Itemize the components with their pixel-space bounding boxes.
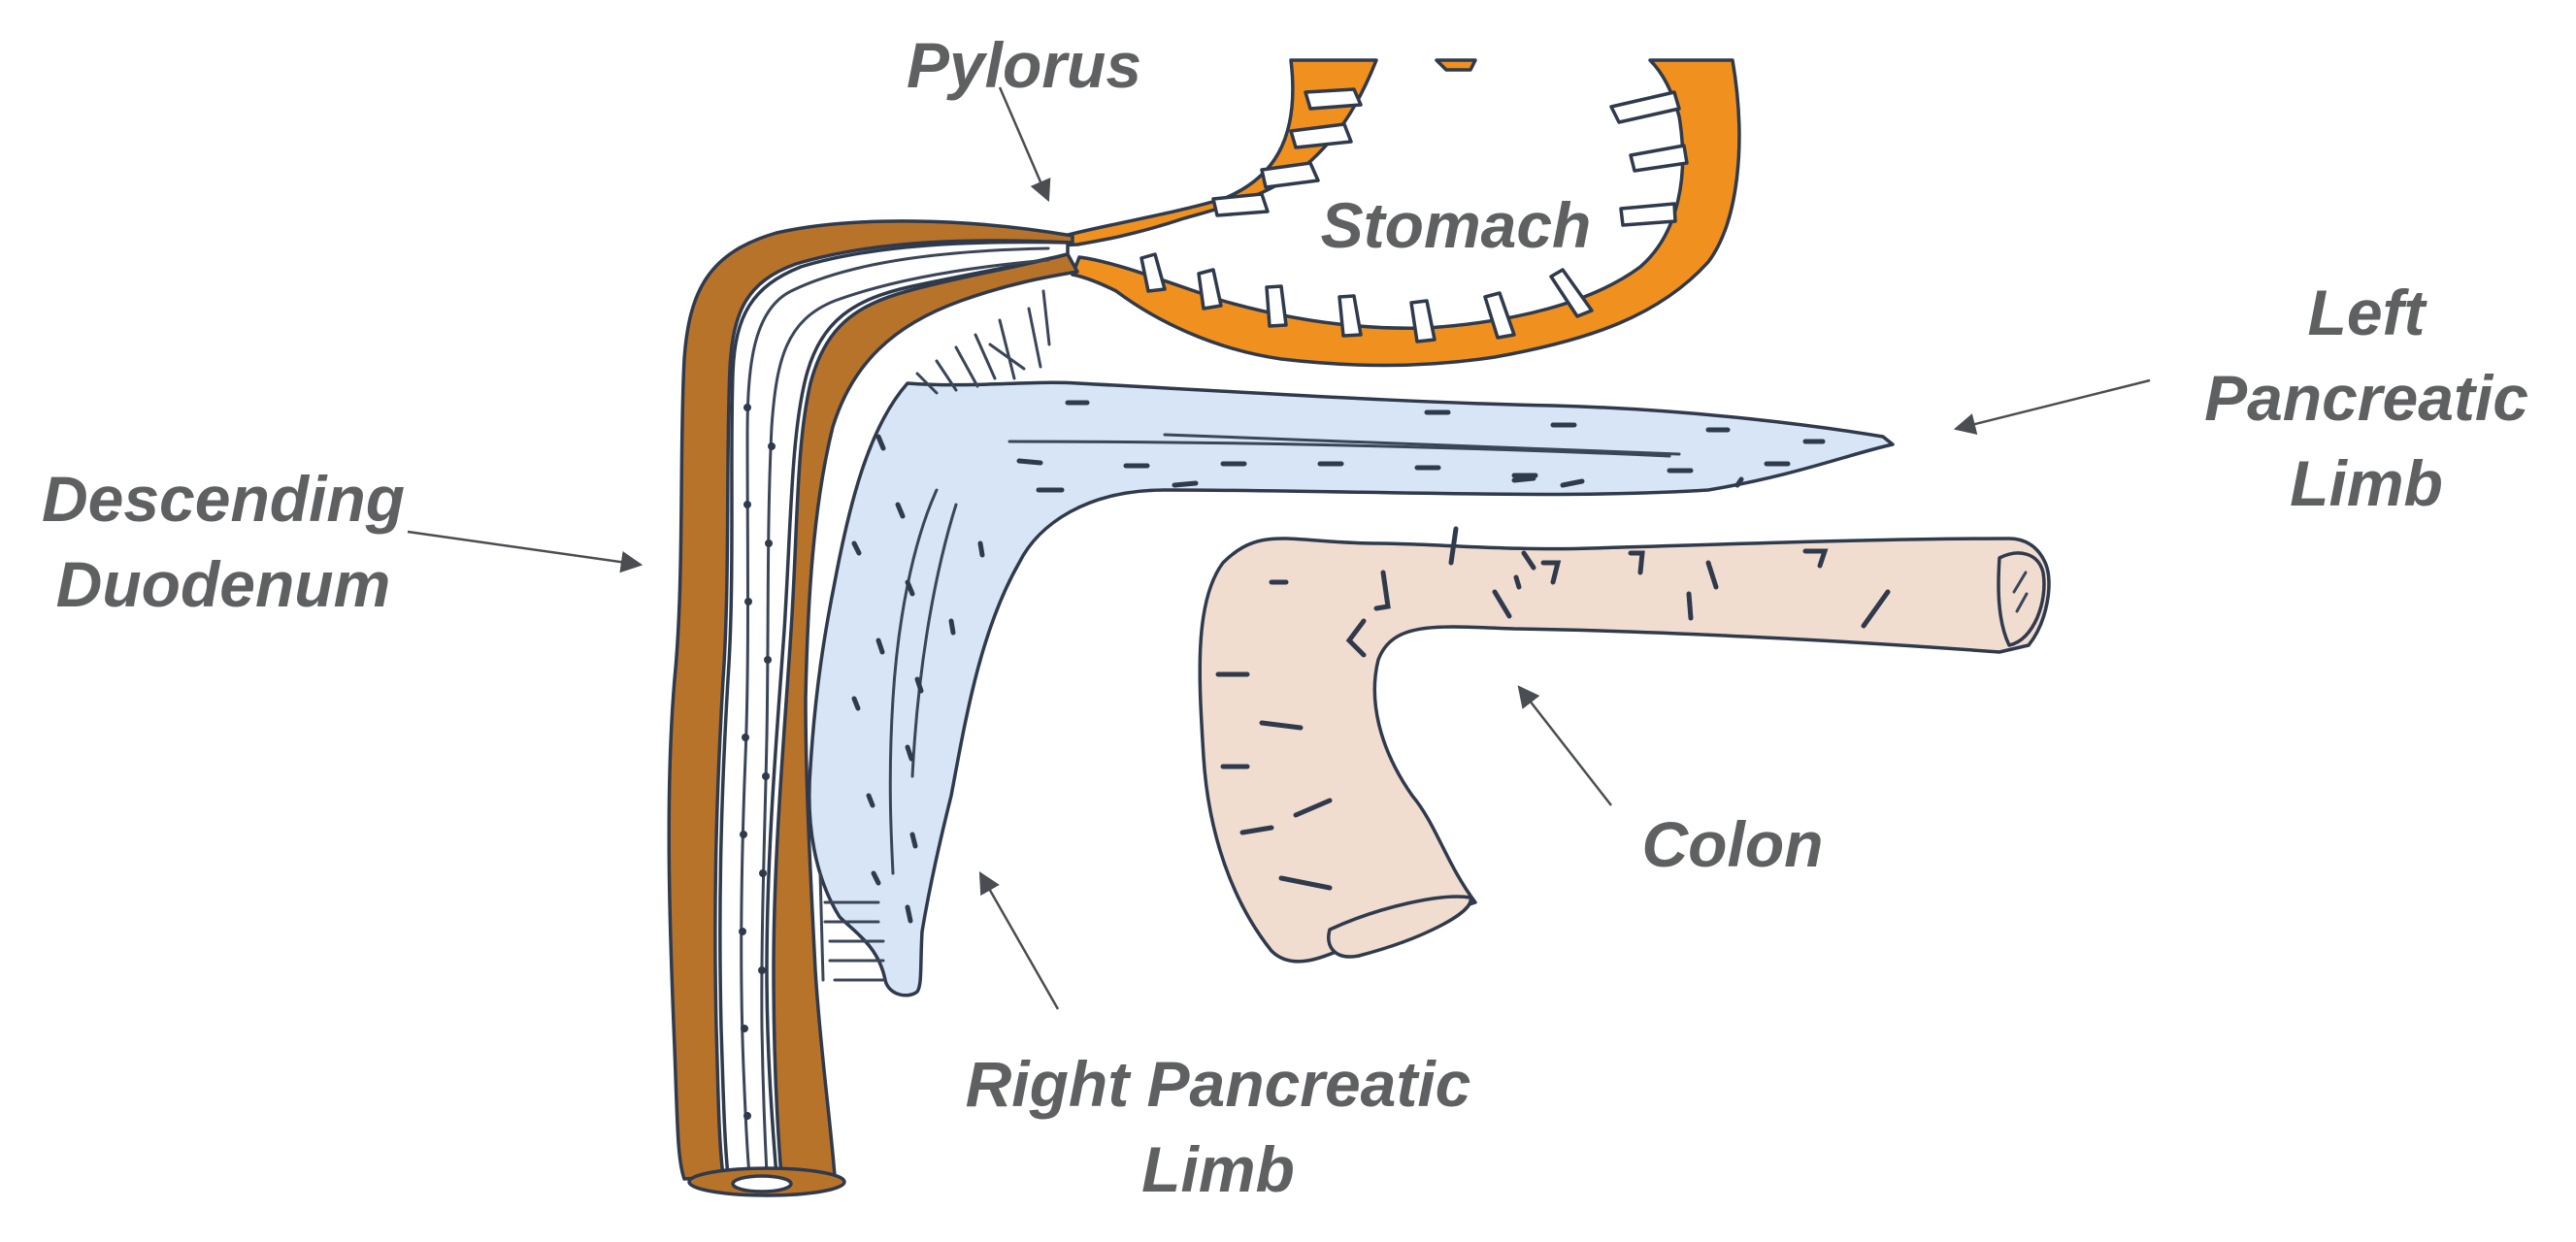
descending-duodenum-label-line2: Duodenum [56, 548, 391, 620]
right-pancreatic-limb-label-line2: Limb [1141, 1133, 1295, 1205]
stomach-label: Stomach [1321, 189, 1592, 261]
descending-duodenum-label-line1: Descending [42, 463, 405, 535]
duodenum-dots [739, 404, 776, 1120]
label-pointers [407, 86, 2151, 1010]
stomach-rugae [1139, 87, 1689, 343]
right-pancreatic-limb-pointer [978, 871, 1060, 1010]
left-pancreatic-limb-label-line1: Left [2308, 277, 2428, 348]
colon-texture [1215, 526, 1891, 891]
pancreas-texture [851, 400, 1826, 924]
pancreas-fibers [818, 289, 1051, 982]
pylorus-label: Pylorus [907, 29, 1141, 101]
descending-duodenum-pointer [407, 530, 644, 573]
left-pancreatic-limb-label-line3: Limb [2290, 447, 2443, 519]
left-pancreatic-limb-label-line2: Pancreatic [2204, 362, 2528, 434]
pancreas-shape [808, 289, 1895, 997]
stomach-shape [1017, 58, 1741, 368]
colon-shape [1198, 526, 2051, 964]
colon-label: Colon [1642, 808, 1824, 880]
colon-pointer [1517, 685, 1612, 806]
labels: Pylorus Stomach Left Pancreatic Limb Des… [42, 29, 2528, 1205]
right-pancreatic-limb-label-line1: Right Pancreatic [966, 1048, 1471, 1120]
duodenum-shape [667, 219, 1079, 1197]
pylorus-pointer [998, 86, 1051, 203]
left-pancreatic-limb-pointer [1953, 378, 2151, 436]
